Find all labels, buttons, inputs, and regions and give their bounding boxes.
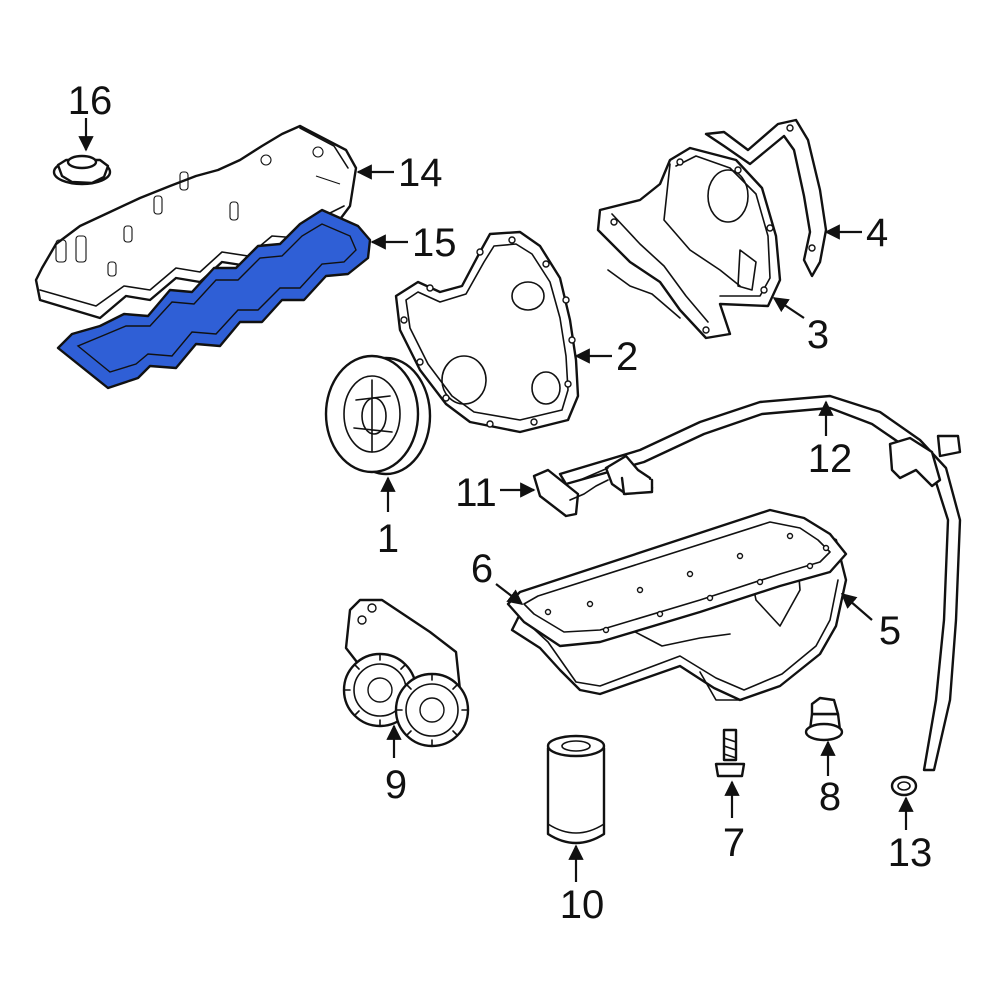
drain-plug[interactable] [804,696,844,742]
callout-2: 2 [616,335,638,379]
callout-4: 4 [866,211,888,255]
oil-pump[interactable] [342,598,470,748]
callout-16: 16 [68,79,113,123]
dipstick-tube[interactable] [558,394,962,772]
o-ring[interactable] [890,775,918,797]
leader-5 [840,592,873,621]
timing-housing-gasket[interactable] [704,118,828,278]
callout-6: 6 [471,547,493,591]
callout-8: 8 [819,775,841,819]
callout-labels: 16 14 15 2 3 4 1 12 11 6 5 9 10 7 8 13 [68,79,933,927]
callout-5: 5 [879,609,901,653]
callout-15: 15 [412,221,457,265]
crankshaft-pulley[interactable] [324,354,432,476]
callout-11: 11 [455,471,497,515]
leader-3 [772,297,805,319]
leader-6 [495,583,524,605]
callout-13: 13 [888,831,933,875]
timing-gear-housing[interactable] [596,146,782,340]
callout-1: 1 [377,517,399,561]
callout-9: 9 [385,763,407,807]
oil-filter[interactable] [546,734,606,845]
oil-filler-cap[interactable] [52,154,112,186]
callout-14: 14 [398,151,443,195]
timing-cover-gasket[interactable] [394,230,580,434]
callout-7: 7 [723,821,745,865]
leader-lines [78,118,914,882]
callout-10: 10 [560,883,605,927]
bolt[interactable] [714,728,746,778]
dipstick-handle[interactable] [532,467,609,518]
valve-cover[interactable] [34,124,358,320]
oil-pan-gasket[interactable] [506,508,848,648]
callout-3: 3 [807,313,829,357]
valve-cover-gasket[interactable] [56,208,372,390]
callout-12: 12 [808,437,853,481]
